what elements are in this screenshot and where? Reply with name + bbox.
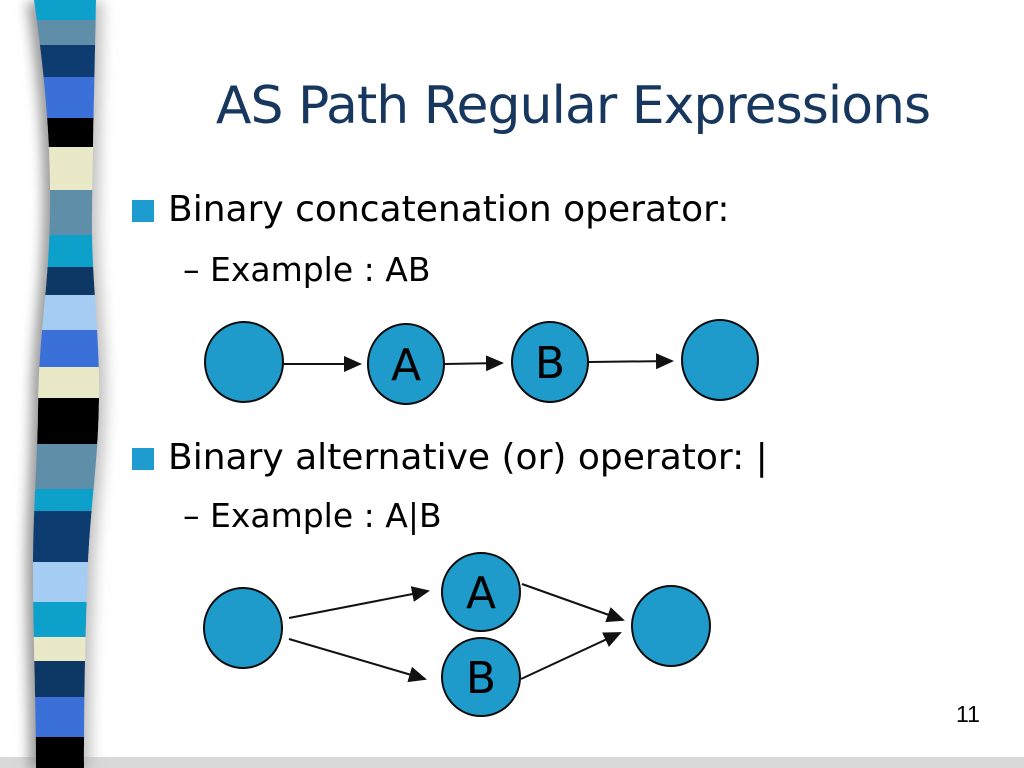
ribbon-stripe: [33, 697, 100, 737]
sub-bullet-2-label: – Example : A|B: [183, 496, 442, 535]
ribbon-stripe: [33, 190, 100, 235]
state-node-b: [511, 321, 589, 403]
ribbon-stripes: [33, 0, 100, 768]
ribbon-stripe: [33, 511, 100, 562]
edge-start-to-b: [288, 638, 427, 683]
node-a-label: A: [466, 568, 496, 619]
ribbon-stripe: [33, 267, 100, 295]
ribbon-stripe: [33, 235, 100, 267]
ribbon-stripe: [33, 147, 100, 190]
ribbon-stripe: [33, 330, 100, 367]
slide-title: AS Path Regular Expressions: [215, 76, 931, 136]
state-node-end: [631, 585, 711, 667]
ribbon-stripe: [33, 602, 100, 637]
slide-footer-strip: [0, 757, 1024, 768]
edge-a-to-end: [521, 583, 625, 623]
bullet-2-label: Binary alternative (or) operator: |: [168, 437, 768, 478]
page-number: 11: [956, 701, 980, 727]
concatenation-diagram: A B: [204, 319, 759, 405]
ribbon-stripe: [33, 20, 100, 45]
node-a-label: A: [391, 340, 421, 391]
edge-start-to-a: [288, 586, 430, 619]
bullet-square-icon: [132, 200, 154, 222]
state-node-end: [681, 319, 759, 401]
ribbon-stripe: [33, 489, 100, 511]
decorative-ribbon: [33, 0, 100, 768]
edge-b-to-end: [520, 632, 622, 680]
node-b-label: B: [466, 653, 496, 704]
ribbon-stripe: [33, 398, 100, 444]
sub-bullet-1-label: – Example : AB: [183, 250, 431, 289]
edge-a-to-b: [444, 355, 504, 372]
state-node-start: [204, 321, 284, 403]
state-node-a: [367, 323, 445, 405]
node-b-label: B: [535, 338, 565, 389]
ribbon-stripe: [33, 444, 100, 489]
ribbon-stripe: [33, 118, 100, 147]
alternative-diagram: A B: [203, 552, 711, 717]
bullet-1-label: Binary concatenation operator:: [168, 189, 730, 230]
ribbon-stripe: [33, 295, 100, 330]
bullet-square-icon: [132, 448, 154, 470]
ribbon-stripe: [33, 562, 100, 602]
ribbon-stripe: [33, 77, 100, 118]
ribbon-stripe: [33, 367, 100, 398]
ribbon-stripe: [33, 737, 100, 768]
edge-b-to-end: [588, 353, 674, 370]
ribbon-stripe: [33, 637, 100, 661]
state-node-start: [203, 587, 283, 669]
ribbon-stripe: [33, 0, 100, 20]
ribbon-stripe: [33, 661, 100, 697]
state-node-b: [441, 637, 521, 717]
state-node-a: [441, 552, 521, 632]
ribbon-stripe: [33, 45, 100, 77]
